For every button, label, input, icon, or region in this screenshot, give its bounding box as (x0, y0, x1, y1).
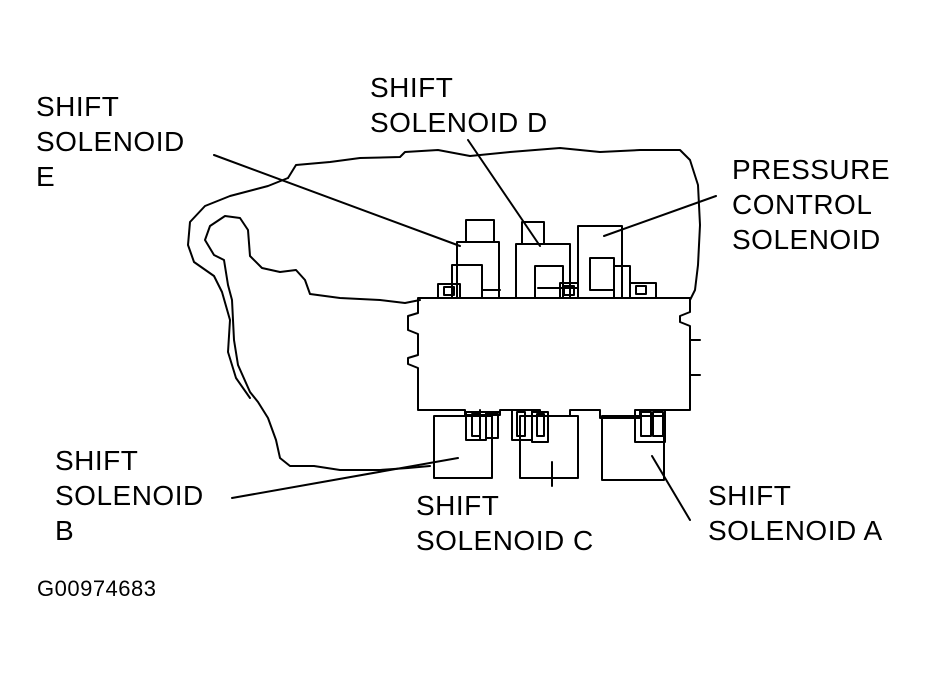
shift-solenoid-b-body (434, 410, 500, 478)
pressure-control-solenoid-body (578, 226, 656, 298)
shift-solenoid-c-body (512, 410, 578, 478)
leader-line-solenoid-e (214, 155, 460, 246)
valve-body (408, 298, 690, 418)
label-shift-solenoid-c: SHIFT SOLENOID C (416, 490, 594, 556)
transmission-housing-outline (205, 148, 700, 470)
shift-solenoid-d-body (516, 222, 578, 298)
label-shift-solenoid-a: SHIFT SOLENOID A (708, 480, 883, 546)
leader-line-solenoid-d (468, 140, 540, 246)
label-shift-solenoid-e: SHIFT SOLENOID E (36, 91, 185, 192)
shift-solenoid-a-body (602, 410, 665, 480)
figure-id: G00974683 (37, 576, 157, 601)
label-shift-solenoid-b: SHIFT SOLENOID B (55, 445, 204, 546)
label-pressure-control-solenoid: PRESSURE CONTROL SOLENOID (732, 154, 891, 255)
leader-line-solenoid-b (232, 458, 458, 498)
leader-line-solenoid-a (652, 456, 690, 520)
label-shift-solenoid-d: SHIFT SOLENOID D (370, 72, 548, 138)
leader-line-pressure-control (604, 196, 716, 236)
shift-solenoid-e-body (438, 220, 500, 298)
